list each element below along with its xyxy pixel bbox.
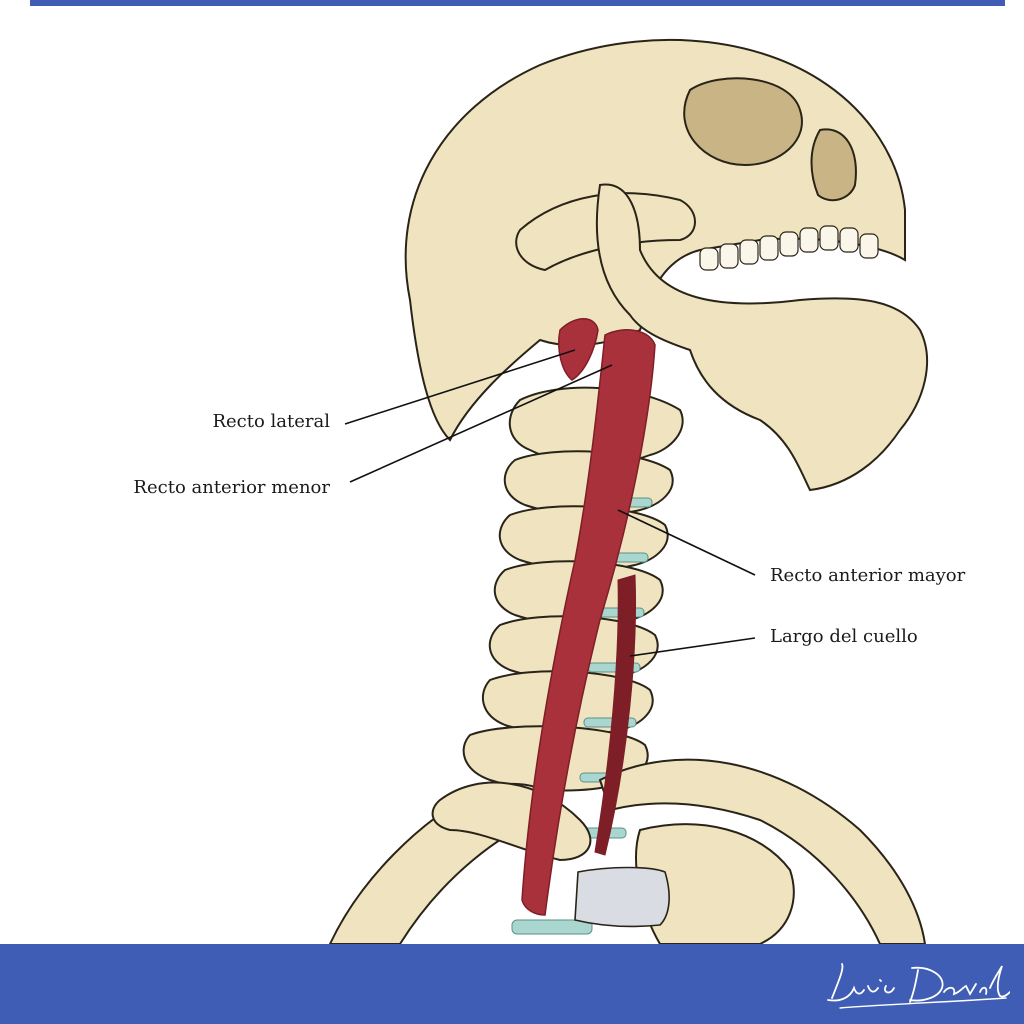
longus-capitis-muscle bbox=[521, 329, 656, 916]
skull-orbit bbox=[683, 77, 803, 167]
artist-signature bbox=[827, 963, 1010, 1009]
label-recto-anterior-mayor: Recto anterior mayor bbox=[770, 565, 966, 586]
rib-cage bbox=[328, 758, 927, 944]
leader-lines bbox=[344, 349, 756, 657]
teeth bbox=[699, 225, 879, 271]
top-frame-bar bbox=[30, 0, 1005, 6]
longus-colli-muscle bbox=[594, 574, 637, 856]
skull-nasal-cavity bbox=[810, 128, 857, 202]
costal-cartilage bbox=[574, 866, 670, 928]
rectus-capitis-lateralis-muscle bbox=[558, 318, 599, 381]
bottom-frame-bar bbox=[0, 944, 1024, 1024]
anatomy-illustration bbox=[328, 38, 928, 944]
mandible bbox=[595, 183, 928, 492]
label-largo-del-cuello: Largo del cuello bbox=[770, 626, 918, 647]
label-recto-lateral: Recto lateral bbox=[212, 411, 330, 432]
label-recto-anterior-menor: Recto anterior menor bbox=[133, 477, 330, 498]
